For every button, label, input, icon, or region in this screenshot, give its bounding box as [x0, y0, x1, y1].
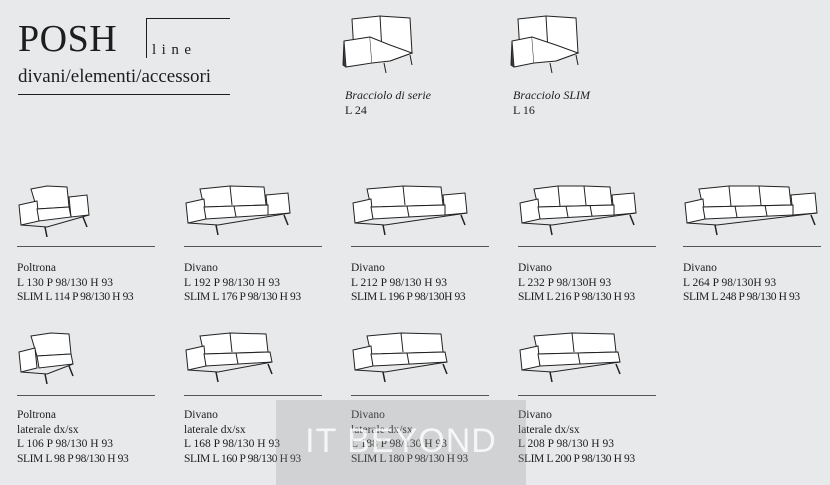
product-spec: Poltrona laterale dx/sx L 106 P 98/130 H…: [17, 408, 129, 466]
product-slim-dimensions: SLIM L 216 P 98/130 H 93: [518, 291, 635, 303]
product-title: Divano: [683, 262, 717, 274]
divider: [518, 395, 656, 396]
divider: [351, 246, 489, 247]
product-spec: Divano L 212 P 98/130 H 93 SLIM L 196 P …: [351, 261, 466, 305]
product-title: Divano: [351, 409, 385, 421]
product-title: Poltrona: [17, 409, 56, 421]
product-title: Poltrona: [17, 262, 56, 274]
product-divano-264: Divano L 264 P 98/130H 93 SLIM L 248 P 9…: [683, 183, 823, 303]
divider: [17, 246, 155, 247]
product-divano-232: Divano L 232 P 98/130H 93 SLIM L 216 P 9…: [518, 183, 658, 303]
brand-subtitle: divani/elementi/accessori: [18, 66, 212, 87]
product-spec: Divano L 264 P 98/130H 93 SLIM L 248 P 9…: [683, 261, 800, 305]
brand-divider: [146, 18, 147, 58]
product-dimensions: L 264 P 98/130H 93: [683, 276, 777, 289]
product-dimensions: L 212 P 98/130 H 93: [351, 276, 447, 289]
product-dimensions: L 168 P 98/130 H 93: [184, 438, 280, 450]
product-spec: Divano laterale dx/sx L 208 P 98/130 H 9…: [518, 408, 635, 466]
product-title: Divano: [184, 262, 218, 274]
divider: [184, 395, 322, 396]
product-spec: Poltrona L 130 P 98/130 H 93 SLIM L 114 …: [17, 261, 134, 305]
product-slim-dimensions: SLIM L 98 P 98/130 H 93: [17, 452, 129, 465]
watermark: IT BEYOND: [276, 400, 526, 485]
product-poltrona: Poltrona L 130 P 98/130 H 93 SLIM L 114 …: [17, 183, 157, 303]
product-divano-212: Divano L 212 P 98/130 H 93 SLIM L 196 P …: [351, 183, 491, 303]
product-divano-laterale-188: Divano laterale dx/sx L 188 P 98/130 H 9…: [351, 330, 491, 465]
product-spec: Divano laterale dx/sx L 188 P 98/130 H 9…: [351, 408, 468, 466]
armrest-standard-icon: [340, 15, 420, 82]
product-divano-laterale-168: Divano laterale dx/sx L 168 P 98/130 H 9…: [184, 330, 324, 465]
product-title: Divano: [351, 262, 385, 274]
sofa-side-icon: [185, 332, 273, 383]
product-slim-dimensions: SLIM L 160 P 98/130 H 93: [184, 452, 301, 465]
sofa-side-icon: [519, 332, 621, 383]
divider: [184, 246, 322, 247]
armrest-standard-label: Bracciolo di serie L 24: [345, 88, 431, 118]
product-spec: Divano L 192 P 98/130 H 93 SLIM L 176 P …: [184, 261, 301, 305]
product-poltrona-laterale: Poltrona laterale dx/sx L 106 P 98/130 H…: [17, 330, 157, 465]
armrest-slim-name: Bracciolo SLIM: [513, 88, 590, 102]
product-title: Divano: [518, 409, 552, 421]
product-divano-192: Divano L 192 P 98/130 H 93 SLIM L 176 P …: [184, 183, 324, 303]
product-slim-dimensions: SLIM L 196 P 98/130H 93: [351, 291, 466, 303]
sofa-side-icon: [352, 332, 448, 383]
chair-side-icon: [18, 332, 74, 384]
brand-name: POSH: [18, 18, 118, 60]
product-slim-dimensions: SLIM L 114 P 98/130 H 93: [17, 291, 134, 303]
armrest-standard-name: Bracciolo di serie: [345, 88, 431, 102]
product-variant: laterale dx/sx: [184, 423, 246, 436]
product-variant: laterale dx/sx: [518, 423, 580, 436]
divider: [17, 395, 155, 396]
product-dimensions: L 232 P 98/130H 93: [518, 276, 612, 289]
sofa-3-seat-icon: [684, 185, 818, 236]
product-dimensions: L 106 P 98/130 H 93: [17, 438, 113, 450]
product-dimensions: L 208 P 98/130 H 93: [518, 438, 614, 450]
brand-rule: [18, 94, 230, 95]
product-title: Divano: [184, 409, 218, 421]
sofa-2-seat-icon: [352, 185, 468, 236]
product-slim-dimensions: SLIM L 176 P 98/130 H 93: [184, 291, 301, 303]
product-dimensions: L 188 P 98/130 H 93: [351, 438, 447, 450]
divider: [518, 246, 656, 247]
watermark-text: IT BEYOND: [305, 422, 497, 460]
product-dimensions: L 192 P 98/130 H 93: [184, 276, 280, 289]
sofa-3-seat-icon: [519, 185, 637, 236]
armchair-icon: [18, 185, 90, 237]
product-slim-dimensions: SLIM L 248 P 98/130 H 93: [683, 291, 800, 303]
product-slim-dimensions: SLIM L 200 P 98/130 H 93: [518, 452, 635, 465]
sofa-2-seat-icon: [185, 185, 291, 236]
brand-suffix: line: [152, 42, 197, 58]
product-variant: laterale dx/sx: [17, 423, 79, 436]
product-spec: Divano L 232 P 98/130H 93 SLIM L 216 P 9…: [518, 261, 635, 305]
divider: [351, 395, 489, 396]
brand-top-rule: [146, 18, 230, 19]
armrest-slim-label: Bracciolo SLIM L 16: [513, 88, 590, 118]
armrest-slim-size: L 16: [513, 103, 535, 117]
product-divano-laterale-208: Divano laterale dx/sx L 208 P 98/130 H 9…: [518, 330, 658, 465]
armrest-slim-icon: [508, 15, 588, 82]
product-dimensions: L 130 P 98/130 H 93: [17, 276, 113, 289]
product-spec: Divano laterale dx/sx L 168 P 98/130 H 9…: [184, 408, 301, 466]
product-slim-dimensions: SLIM L 180 P 98/130 H 93: [351, 452, 468, 465]
armrest-standard-size: L 24: [345, 103, 367, 117]
product-title: Divano: [518, 262, 552, 274]
divider: [683, 246, 821, 247]
product-variant: laterale dx/sx: [351, 423, 413, 436]
